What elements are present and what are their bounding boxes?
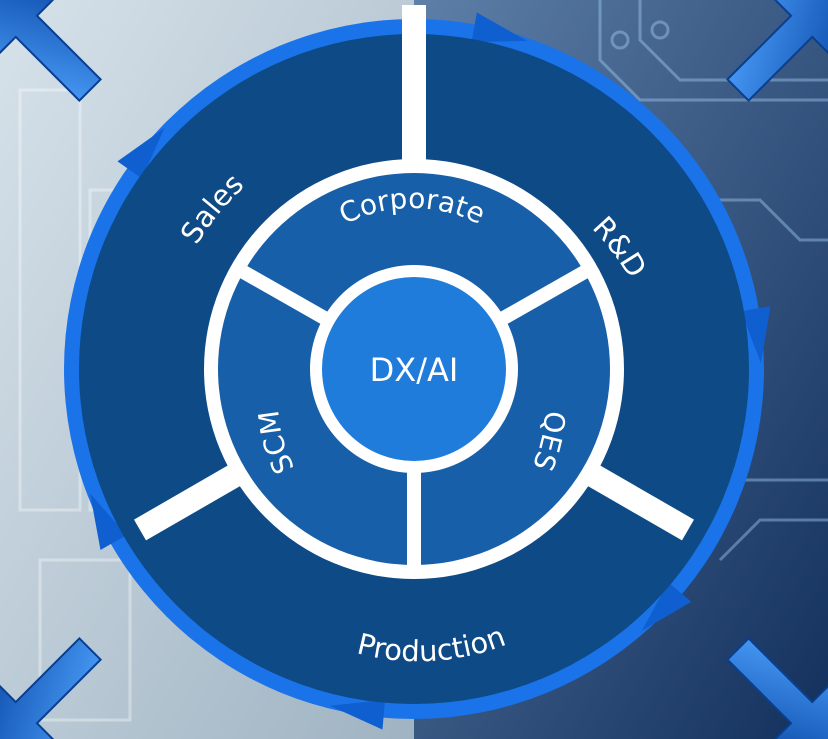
arrow-top-left-icon — [0, 0, 103, 103]
cycle-arrow-head-icon — [641, 582, 692, 631]
arrow-bottom-right-icon — [725, 636, 828, 739]
arrow-bottom-left-icon — [0, 636, 103, 739]
hub-disc — [322, 277, 506, 461]
cycle-arrow-head-icon — [471, 12, 527, 43]
arrow-heads — [90, 12, 771, 730]
cycle-arrow-head-icon — [330, 699, 386, 730]
arrow-top-right-icon — [725, 0, 828, 103]
cycle-arrow-head-icon — [90, 493, 127, 550]
cycle-arrow-head-icon — [740, 306, 771, 363]
cycle-arrow-head-icon — [117, 127, 165, 179]
hub: DX/AI — [310, 265, 518, 473]
hub-label: DX/AI — [370, 351, 459, 389]
